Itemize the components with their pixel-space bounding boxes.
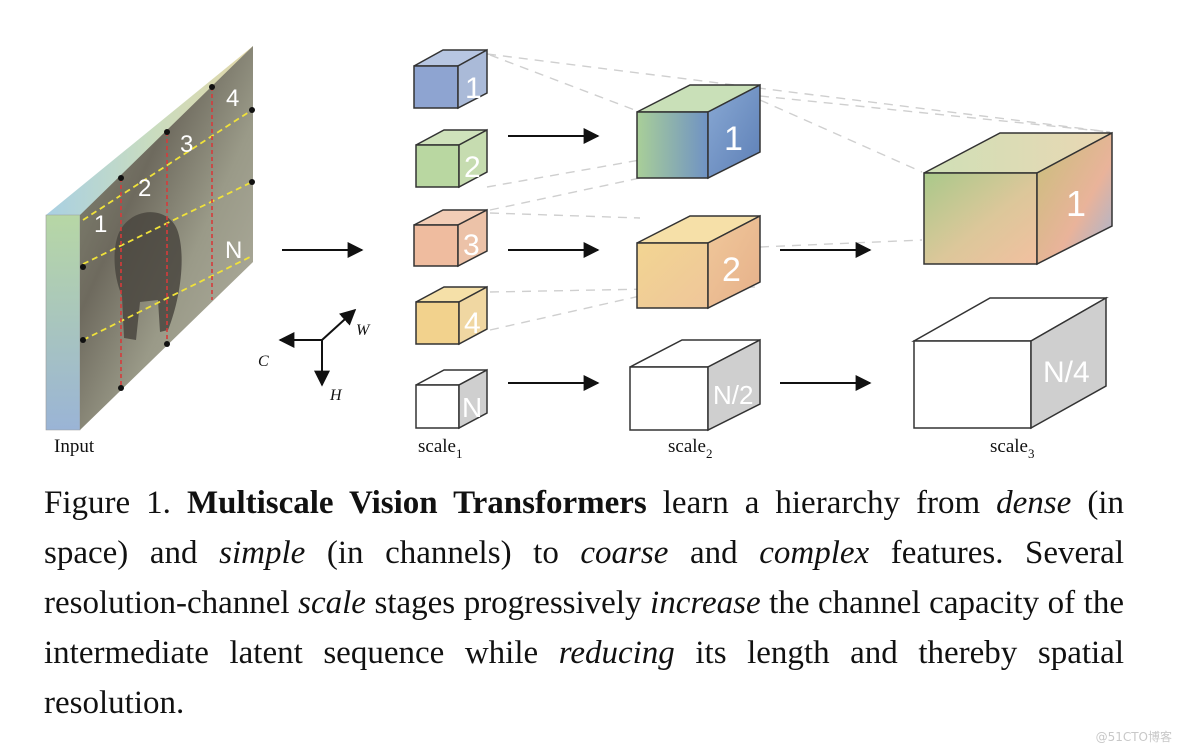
scale1-cube-n: N [415, 368, 488, 430]
input-image-plate: 1 2 3 4 N [45, 46, 255, 431]
watermark: @51CTO博客 [1095, 730, 1172, 744]
input-patch-number: 3 [180, 131, 193, 158]
cube-number: 1 [724, 120, 743, 158]
cube-number: N [462, 392, 482, 423]
axis-h-label: H [329, 387, 343, 404]
figure-diagram: 1 2 3 4 N Input C W H 1 2 3 4 [45, 46, 1113, 461]
cube-number: 1 [465, 72, 482, 105]
caption-text: (in space) and [44, 485, 1124, 571]
caption-text: learn a hierarchy from [646, 485, 997, 521]
scale2-label: scale2 [668, 436, 712, 461]
axes-indicator [278, 308, 357, 387]
input-patch-number: N [225, 237, 242, 264]
caption-text: the channel capacity of the intermediate… [44, 585, 1124, 671]
arrow [780, 242, 872, 391]
axis-w-label: W [356, 322, 371, 339]
arrow [508, 128, 600, 391]
input-patch-number: 2 [138, 175, 151, 202]
caption-italic: simple [219, 535, 306, 571]
caption-italic: increase [650, 585, 761, 621]
caption-italic: scale [298, 585, 366, 621]
axis-c-label: C [258, 353, 269, 370]
caption-prefix: Figure 1. [44, 485, 187, 521]
scale3-cube-1: 1 [923, 131, 1113, 266]
caption-text: and [668, 535, 760, 571]
caption-text: its length and thereby spatial resolutio… [44, 635, 1124, 721]
input-patch-number: 1 [94, 211, 107, 238]
cube-number: N/2 [713, 380, 753, 410]
cube-number: 4 [464, 307, 481, 340]
elephant-figure [114, 212, 182, 340]
scale3-label: scale3 [990, 436, 1034, 461]
caption-italic: reducing [558, 635, 675, 671]
scale1-cube-4: 4 [415, 285, 488, 346]
scale2-cube-n2: N/2 [629, 338, 761, 432]
caption-text: features. Several resolution-channel [44, 535, 1124, 621]
caption-title: Multiscale Vision Transformers [186, 485, 647, 521]
cube-number: 3 [463, 229, 480, 262]
scale2-cube-1: 1 [636, 83, 761, 180]
cube-number: 2 [464, 151, 481, 184]
caption-text: (in channels) to [305, 535, 581, 571]
scale1-label: scale1 [418, 436, 462, 461]
caption-italic: coarse [580, 535, 669, 571]
cube-number: N/4 [1043, 356, 1090, 389]
scale3-cube-n4: N/4 [911, 296, 1109, 430]
figure-caption: Figure 1. Multiscale Vision Transformers… [44, 478, 1124, 728]
scale1-cube-2: 2 [415, 128, 488, 189]
scale2-cube-2: 2 [636, 214, 761, 310]
caption-text: stages progressively [365, 585, 651, 621]
input-patch-number: 4 [226, 85, 239, 112]
caption-italic: complex [759, 535, 870, 571]
cube-number: 1 [1066, 183, 1086, 224]
input-label: Input [54, 436, 95, 457]
caption-italic: dense [996, 485, 1072, 521]
scale1-cube-3: 3 [413, 208, 488, 268]
cube-number: 2 [722, 251, 741, 289]
scale1-cube-1: 1 [413, 48, 488, 110]
